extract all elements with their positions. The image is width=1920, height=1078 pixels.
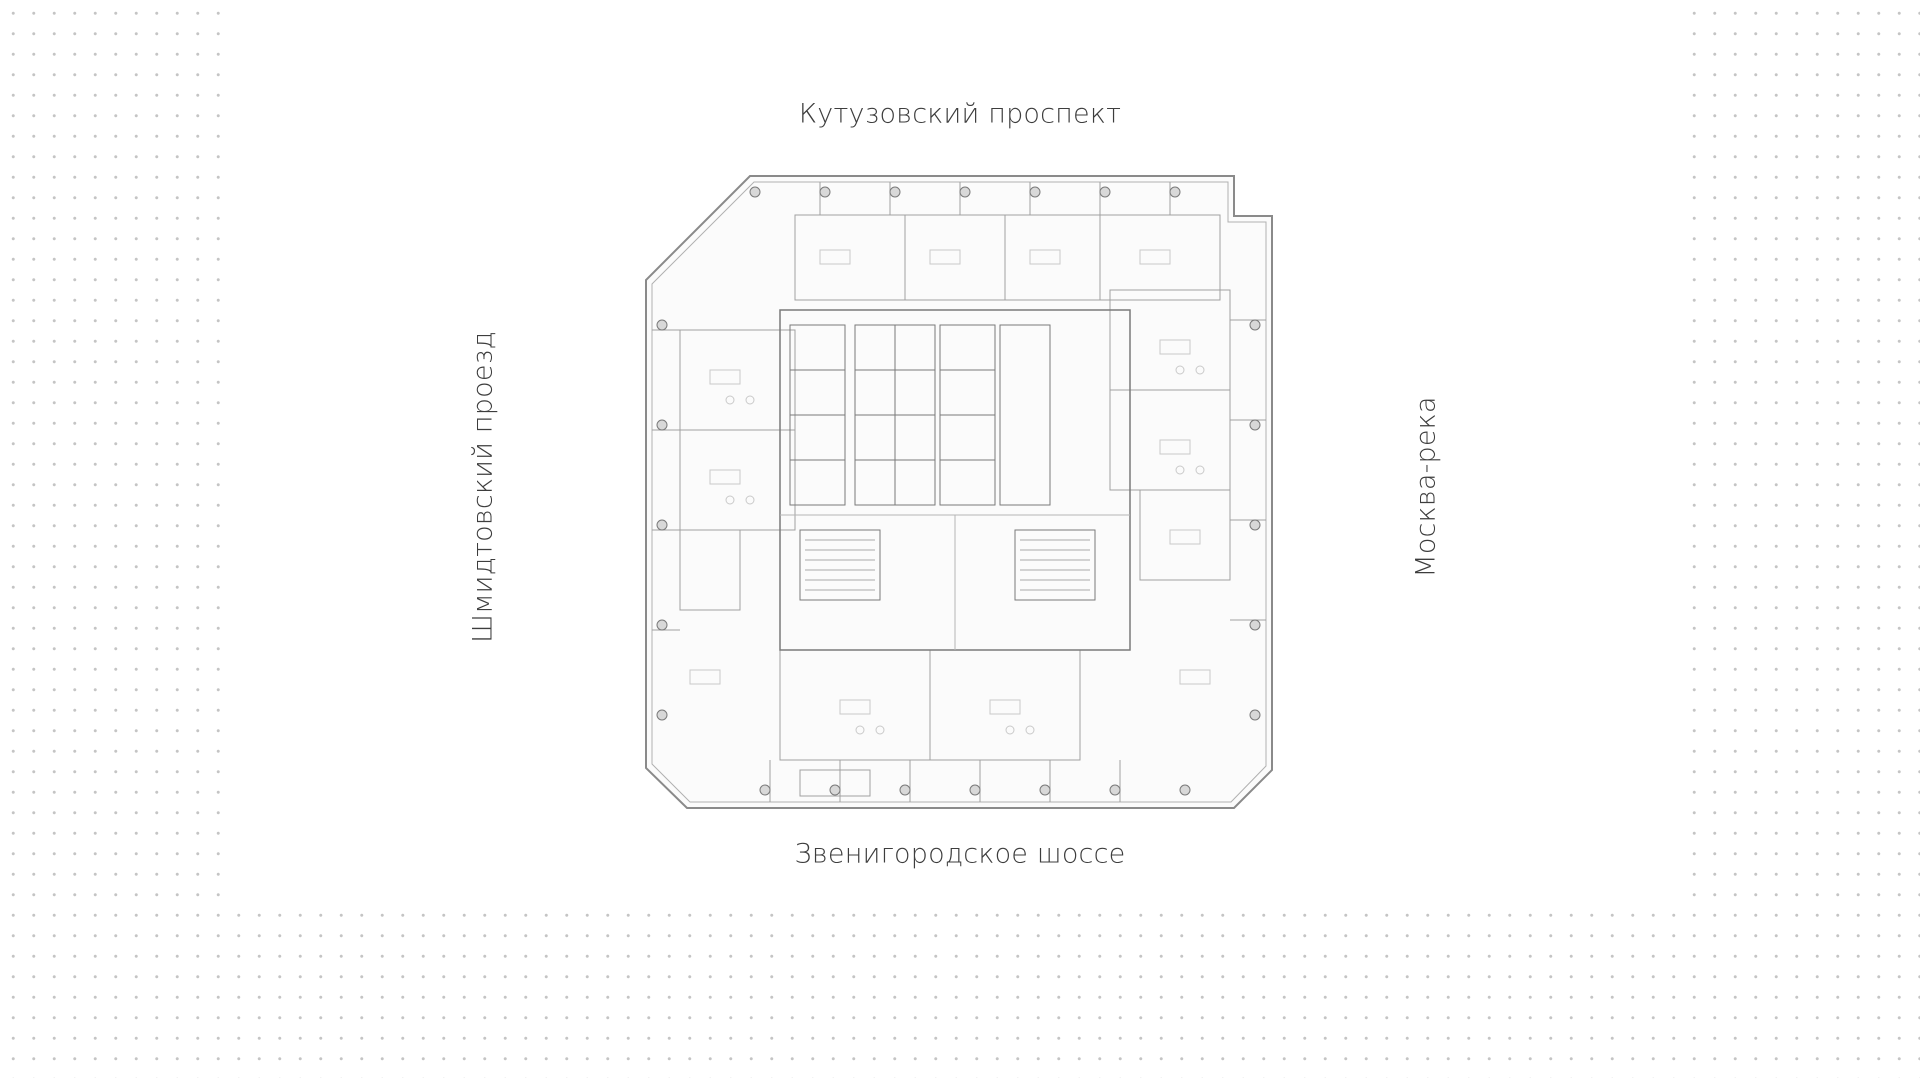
floor-plan-drawing bbox=[645, 175, 1273, 809]
building-outline bbox=[645, 175, 1273, 809]
facade-inner-line bbox=[651, 181, 1267, 803]
west-offices bbox=[652, 329, 796, 631]
street-label-north: Кутузовский проспект bbox=[798, 98, 1122, 130]
street-label-west: Шмидтовский проезд bbox=[467, 331, 499, 643]
building-core bbox=[779, 309, 1131, 651]
structural-columns bbox=[656, 186, 1261, 796]
furniture-desks bbox=[689, 249, 1211, 735]
east-offices bbox=[1109, 289, 1266, 621]
north-offices bbox=[794, 182, 1221, 301]
street-label-south: Звенигородское шоссе bbox=[794, 838, 1126, 870]
street-label-east: Москва-река bbox=[1410, 396, 1442, 578]
